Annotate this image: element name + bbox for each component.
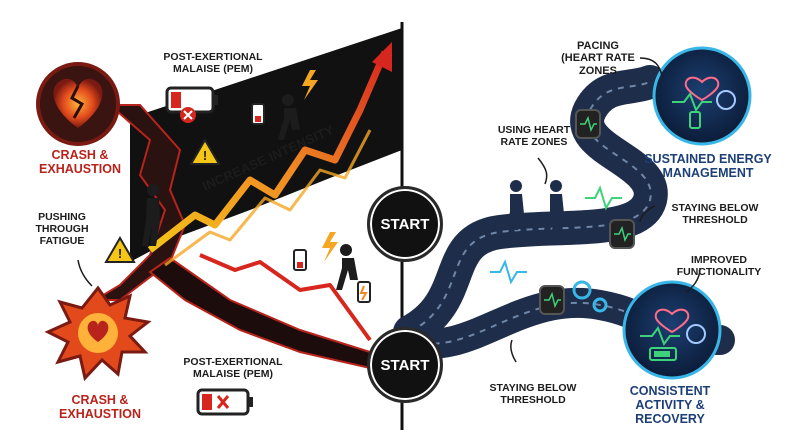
warning-icon-left: ! (104, 236, 136, 263)
battery-small-icon (251, 103, 371, 303)
crash-label-bottom: CRASH & EXHAUSTION (59, 393, 141, 421)
health-circle-icon (652, 46, 752, 146)
staying-label-bottom: STAYING BELOW THRESHOLD (489, 382, 577, 406)
climber-figure-bottom (336, 244, 358, 290)
svg-text:!: ! (118, 246, 122, 261)
svg-text:!: ! (203, 148, 207, 163)
start-node-bottom: START (367, 327, 443, 403)
road-center-line (409, 81, 652, 333)
low-battery-icon-bottom (196, 388, 253, 416)
lower-road-line (409, 302, 721, 345)
sustained-label: SUSTAINED ENERGY MANAGEMENT (644, 152, 772, 180)
pointer-arrows (77, 57, 701, 363)
crack-path-bottom (148, 256, 371, 370)
low-battery-icon (165, 86, 218, 123)
improved-label: IMPROVED FUNCTIONALITY (676, 254, 762, 278)
intensity-arrowhead (372, 42, 392, 72)
fatigued-figure (142, 184, 160, 246)
pulse-line-lower (490, 259, 527, 285)
lower-zigzag (199, 253, 372, 342)
staying-label-mid: STAYING BELOW THRESHOLD (671, 202, 759, 226)
explosion-icon (44, 285, 152, 382)
using-hr-label: USING HEART RATE ZONES (497, 124, 571, 148)
pushing-label: PUSHING THROUGH FATIGUE (35, 211, 89, 247)
climber-figure-top (278, 94, 300, 140)
pacing-label: PACING (HEART RATE ZONES (561, 40, 635, 77)
lightning-icon (302, 70, 338, 262)
consistent-label: CONSISTENT ACTIVITY & RECOVERY (629, 384, 711, 426)
warning-icon: ! (189, 138, 221, 165)
pulse-line (585, 185, 622, 211)
gears-icon (572, 280, 608, 313)
walking-figures (504, 180, 564, 230)
intensity-arrow-inner (164, 129, 372, 267)
start-node-top: START (367, 186, 443, 262)
pem-label-bottom: POST-EXERTIONAL MALAISE (PEM) (183, 356, 283, 380)
health-circle-icon-bottom (622, 280, 722, 380)
crash-label-top: CRASH & EXHAUSTION (39, 148, 121, 176)
pem-label-top: POST-EXERTIONAL MALAISE (PEM) (163, 51, 263, 75)
smartwatch-icon (539, 109, 635, 315)
intensity-arrow-outer (147, 50, 389, 253)
broken-heart-icon (36, 62, 120, 146)
steep-slope (130, 28, 402, 262)
